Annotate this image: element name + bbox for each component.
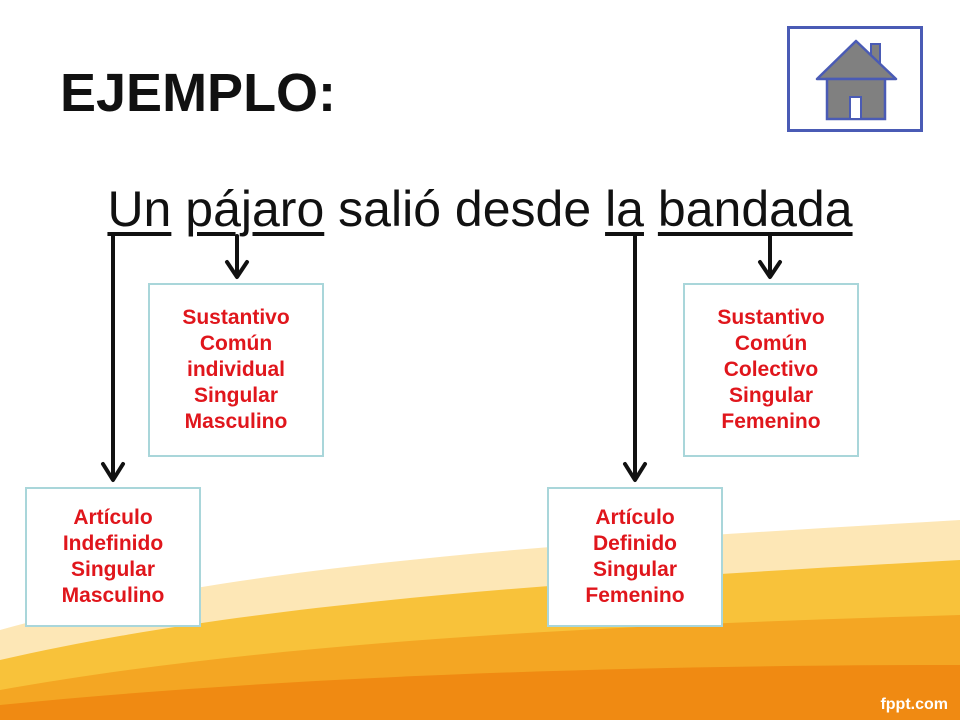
- label-box-la: Artículo Definido Singular Femenino: [547, 487, 723, 627]
- home-button[interactable]: [787, 26, 923, 132]
- label-line: Artículo: [73, 506, 153, 529]
- label-line: Artículo: [595, 506, 675, 529]
- label-line: Singular: [728, 384, 813, 407]
- label-line: Singular: [70, 558, 155, 581]
- label-line: Singular: [193, 384, 278, 407]
- word-desde: desde: [454, 181, 592, 237]
- word-pajaro: pájaro: [185, 181, 325, 237]
- slide-title: EJEMPLO:: [60, 63, 337, 123]
- brand-watermark: fppt.com: [880, 696, 948, 713]
- example-sentence: Un pájaro salió desde la bandada: [0, 180, 960, 238]
- label-line: individual: [186, 358, 285, 381]
- label-line: Femenino: [721, 410, 821, 433]
- label-line: Masculino: [184, 410, 288, 433]
- label-line: Indefinido: [62, 532, 164, 555]
- label-line: Sustantivo: [717, 306, 825, 329]
- label-line: Femenino: [585, 584, 685, 607]
- word-salio: salió: [338, 181, 442, 237]
- word-un: Un: [107, 181, 172, 237]
- label-box-un: Artículo Indefinido Singular Masculino: [25, 487, 201, 627]
- label-line: Común: [199, 332, 273, 355]
- word-bandada: bandada: [657, 181, 853, 237]
- label-line: Común: [734, 332, 808, 355]
- label-box-pajaro: Sustantivo Común individual Singular Mas…: [148, 283, 324, 457]
- label-line: Definido: [593, 532, 677, 555]
- label-line: Colectivo: [723, 358, 819, 381]
- word-la: la: [605, 181, 644, 237]
- label-line: Sustantivo: [182, 306, 290, 329]
- label-line: Singular: [592, 558, 677, 581]
- label-box-bandada: Sustantivo Común Colectivo Singular Feme…: [683, 283, 859, 457]
- label-line: Masculino: [61, 584, 165, 607]
- house-icon: [815, 39, 898, 121]
